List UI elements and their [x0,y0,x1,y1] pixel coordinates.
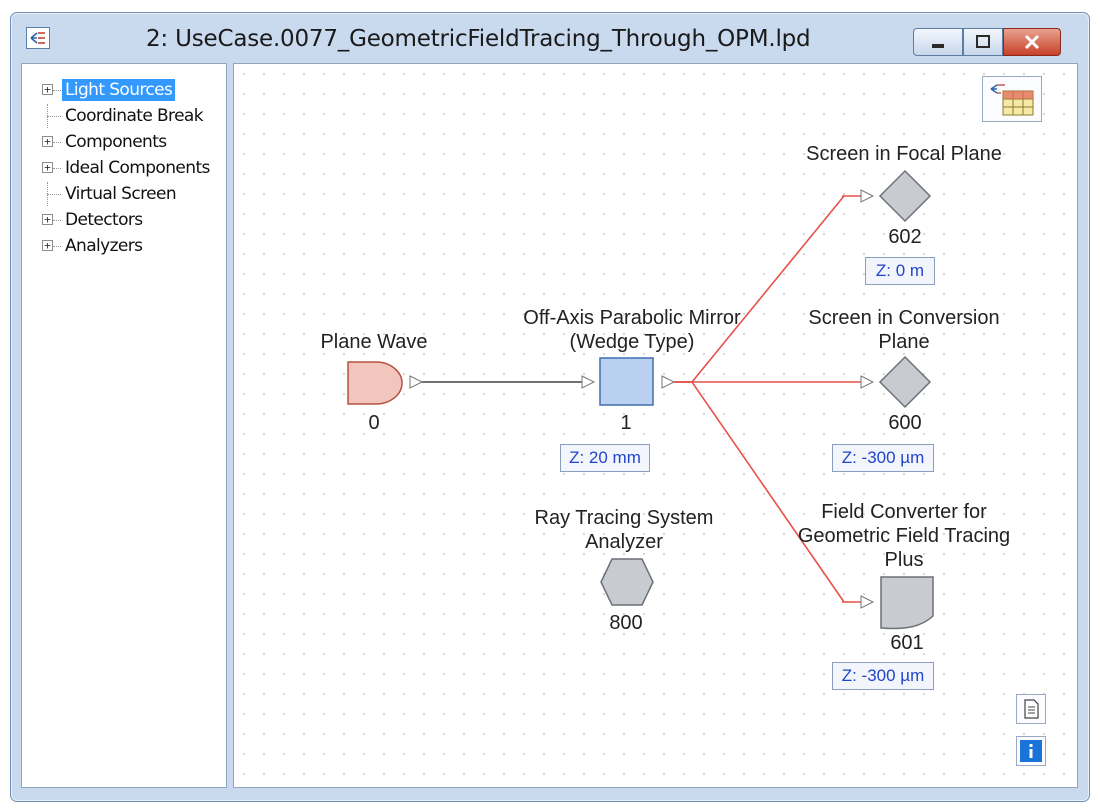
field-converter-z-position[interactable]: Z: -300 µm [832,662,934,690]
conversion-screen-id: 600 [888,412,922,434]
tree-item-detectors[interactable]: + Detectors [22,208,222,232]
document-button[interactable] [1016,694,1046,724]
mirror-z-position[interactable]: Z: 20 mm [560,444,650,472]
document-icon [1024,699,1039,719]
tree-item-light-sources[interactable]: + Light Sources [22,78,222,102]
close-icon [1024,34,1040,50]
system-diagram-canvas[interactable]: Plane Wave 0 Off-Axis Parabolic Mirror (… [233,63,1078,788]
field-converter-node[interactable] [878,574,936,630]
expand-icon[interactable]: + [42,136,53,147]
conversion-screen-label-line1: Screen in Conversion [808,307,1000,329]
mirror-label-line2: (Wedge Type) [569,331,695,353]
lpd-window: 2: UseCase.0077_GeometricFieldTracing_Th… [10,12,1090,802]
field-converter-label-line2: Geometric Field Tracing [797,525,1011,547]
component-tree[interactable]: + Light Sources Coordinate Break + Compo… [21,63,227,788]
tree-item-components[interactable]: + Components [22,130,222,154]
plane-wave-id: 0 [368,412,380,434]
tree-item-label: Virtual Screen [65,184,177,204]
analyzer-id: 800 [609,612,643,634]
tree-item-virtual-screen[interactable]: Virtual Screen [22,182,222,206]
expand-icon[interactable]: + [42,214,53,225]
focal-screen-label: Screen in Focal Plane [806,143,1002,165]
analyzer-node[interactable] [598,556,656,608]
tree-item-label: Analyzers [65,236,143,256]
diagram-icon[interactable] [26,27,50,49]
analyzer-label-line2: Analyzer [585,531,663,553]
expand-icon[interactable]: + [42,240,53,251]
tree-item-analyzers[interactable]: + Analyzers [22,234,222,258]
tree-item-label: Coordinate Break [65,106,204,126]
tree-item-coordinate-break[interactable]: Coordinate Break [22,104,222,128]
table-view-button[interactable] [982,76,1042,122]
plane-wave-source-node[interactable] [346,360,406,406]
tree-item-label: Components [65,132,167,152]
field-converter-id: 601 [890,632,924,654]
field-converter-label-line3: Plus [884,549,924,571]
focal-screen-detector-node[interactable] [877,168,933,224]
connection-lines [409,189,875,609]
mirror-component-node[interactable] [598,356,656,408]
field-converter-label-line1: Field Converter for [821,501,987,523]
connection-mirror-field-converter[interactable] [674,381,845,603]
window-title: 2: UseCase.0077_GeometricFieldTracing_Th… [146,26,811,52]
title-bar[interactable]: 2: UseCase.0077_GeometricFieldTracing_Th… [11,13,1089,63]
conversion-screen-detector-node[interactable] [877,354,933,410]
close-button[interactable] [1003,28,1061,56]
minimize-button[interactable] [913,28,963,56]
expand-icon[interactable]: + [42,162,53,173]
focal-screen-z-position[interactable]: Z: 0 m [865,257,935,285]
analyzer-label-line1: Ray Tracing System [534,507,714,529]
focal-screen-id: 602 [888,226,922,248]
tree-item-label: Detectors [65,210,143,230]
tree-item-label: Ideal Components [65,158,210,178]
conversion-screen-z-position[interactable]: Z: -300 µm [832,444,934,472]
info-button[interactable] [1016,736,1046,766]
conversion-screen-label-line2: Plane [878,331,930,353]
connection-mirror-focal-screen[interactable] [674,195,845,383]
info-icon [1020,740,1042,762]
table-view-icon [990,84,1034,116]
plane-wave-label: Plane Wave [320,331,428,353]
maximize-icon [976,35,990,48]
maximize-button[interactable] [963,28,1003,56]
tree-item-ideal-components[interactable]: + Ideal Components [22,156,222,180]
expand-icon[interactable]: + [42,84,53,95]
mirror-id: 1 [620,412,632,434]
tree-item-label: Light Sources [62,79,176,101]
minimize-icon [932,44,944,48]
mirror-label-line1: Off-Axis Parabolic Mirror [523,307,741,329]
